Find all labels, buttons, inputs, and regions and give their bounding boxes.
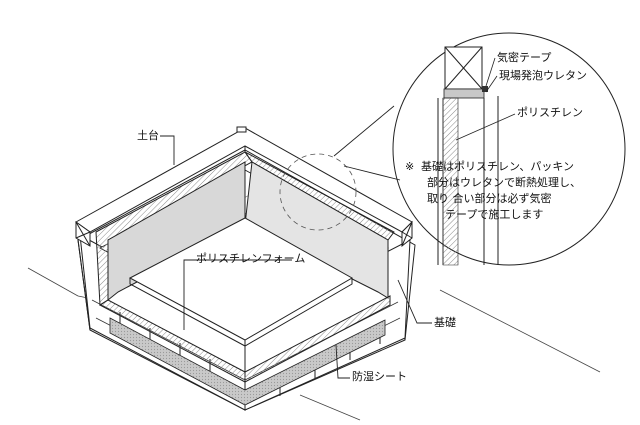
construction-note: ※ 基礎はポリスチレン、パッキン 部分はウレタンで断熱処理し、 取り 合い部分は… (405, 159, 605, 223)
label-polystyrene: ポリスチレン (517, 106, 583, 119)
label-polystyrene-foam: ポリスチレンフォーム (196, 252, 306, 265)
detail-magnified-view (333, 32, 626, 266)
label-moisture-sheet: 防湿シート (352, 370, 407, 383)
note-mark: ※ (405, 160, 415, 173)
sill-beam (75, 126, 413, 248)
note-line-3: 取り 合い部分は必ず気密 (427, 192, 552, 205)
note-line-2: 部分はウレタンで断熱処理し、 (427, 176, 581, 189)
polystyrene-foam-walls (95, 151, 395, 383)
label-leaders (160, 135, 432, 379)
label-onsite-urethane: 現場発泡ウレタン (499, 69, 587, 82)
floor-slab (128, 217, 354, 347)
label-sill: 土台 (137, 129, 159, 142)
detail-callout-circle (279, 153, 357, 231)
label-airtight-tape: 気密テープ (497, 51, 552, 64)
label-foundation: 基礎 (434, 316, 456, 329)
moisture-sheet-band (109, 317, 386, 406)
note-line-1: 基礎はポリスチレン、パッキン (421, 160, 575, 173)
note-line-4: テープで施工します (445, 208, 544, 221)
